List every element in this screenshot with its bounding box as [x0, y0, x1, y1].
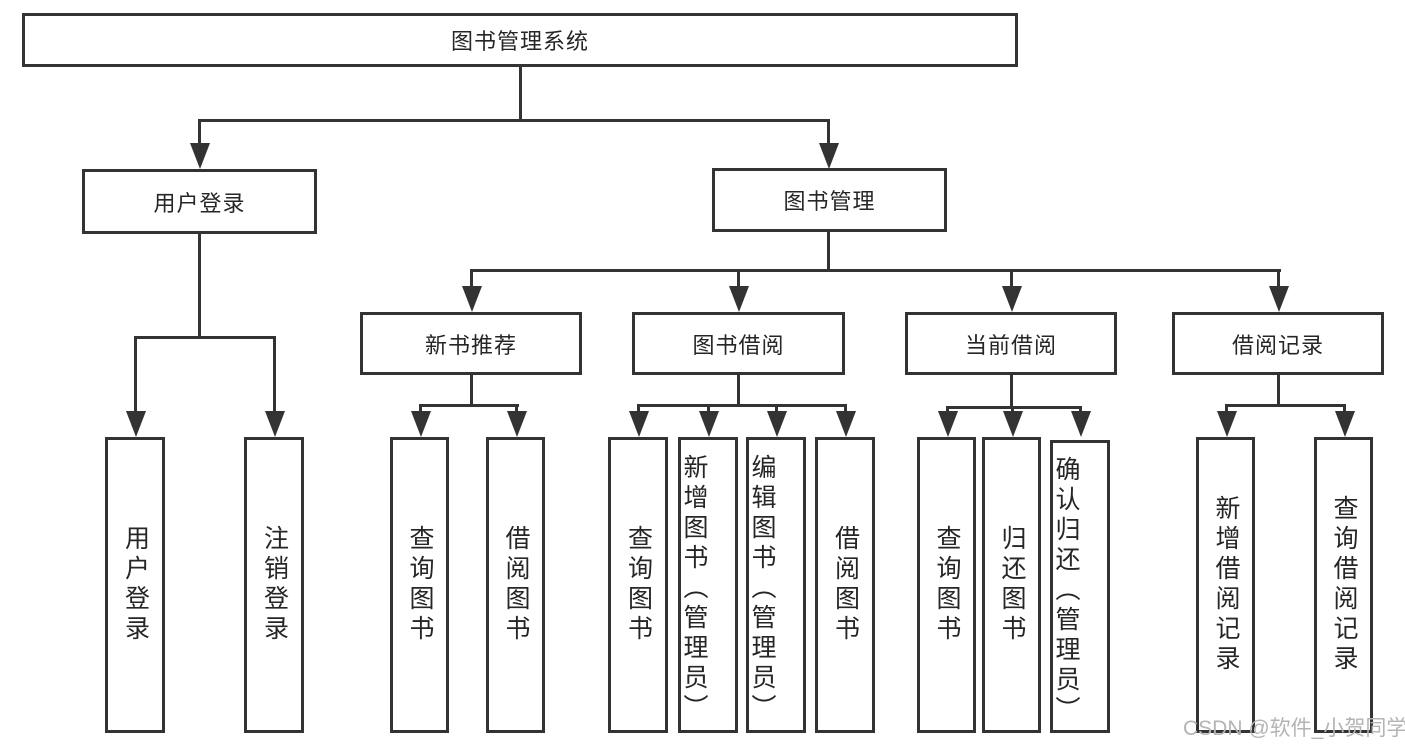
node-book-management-branch: 图书管理	[712, 168, 947, 232]
node-current-borrow: 当前借阅	[905, 312, 1117, 375]
connector-stub-leaf-logout	[273, 336, 276, 414]
leaf-current-return-books-label: 归还图书	[998, 525, 1026, 645]
leaf-borrow-edit-books-admin-label: 编辑图书（管理员）	[748, 454, 776, 724]
arrow-to-br-add-record	[1217, 411, 1237, 437]
arrow-to-bb-edit-books	[767, 411, 787, 437]
node-book-borrow: 图书借阅	[632, 312, 845, 375]
connector-stub-management	[827, 119, 830, 149]
leaf-logout: 注销登录	[244, 437, 304, 733]
arrow-to-leaf-logout	[265, 411, 285, 437]
arrow-to-new-book-recommend	[462, 286, 482, 312]
node-root-label: 图书管理系统	[450, 29, 589, 54]
connector-records-rail	[1225, 404, 1346, 407]
arrow-to-rec-query-books	[411, 411, 431, 437]
leaf-user-login: 用户登录	[105, 437, 165, 733]
leaf-recommend-borrow-books-label: 借阅图书	[502, 525, 530, 645]
connector-stub-rec-borrow	[515, 404, 518, 416]
arrow-to-cb-return-books	[1003, 411, 1023, 437]
leaf-borrow-edit-books-admin: 编辑图书（管理员）	[746, 437, 806, 733]
connector-stub-bb-borrow	[844, 404, 847, 416]
arrow-to-current-borrow	[1002, 286, 1022, 312]
connector-recommend-rail	[419, 404, 519, 407]
node-book-management-label: 图书管理	[783, 189, 876, 214]
connector-records-drop	[1277, 375, 1280, 407]
connector-stub-rec-query	[419, 404, 422, 416]
connector-login-rail	[134, 336, 276, 339]
node-new-book-recommend: 新书推荐	[360, 312, 582, 375]
connector-stub-br-query	[1343, 404, 1346, 416]
arrow-to-book-borrow	[729, 286, 749, 312]
node-book-borrow-label: 图书借阅	[692, 332, 785, 358]
node-new-book-recommend-label: 新书推荐	[424, 332, 517, 358]
node-borrow-records: 借阅记录	[1172, 312, 1384, 375]
connector-stub-borrow-records	[1277, 269, 1280, 289]
arrow-to-leaf-user-login	[126, 411, 146, 437]
leaf-borrow-add-books-admin-label: 新增图书（管理员）	[680, 454, 708, 724]
connector-stub-br-add	[1225, 404, 1228, 416]
leaf-current-return-books: 归还图书	[982, 437, 1041, 733]
leaf-borrow-borrow-books-label: 借阅图书	[831, 525, 860, 645]
node-current-borrow-label: 当前借阅	[964, 332, 1057, 358]
arrow-to-br-query-record	[1335, 411, 1355, 437]
leaf-recommend-query-books: 查询图书	[390, 437, 449, 733]
connector-current-drop	[1010, 375, 1013, 409]
connector-management-drop	[827, 232, 830, 272]
node-root-library-system: 图书管理系统	[22, 13, 1018, 67]
leaf-records-query-record-label: 查询借阅记录	[1330, 495, 1358, 675]
arrow-to-bb-add-books	[699, 411, 719, 437]
leaf-current-query-books: 查询图书	[917, 437, 976, 733]
connector-stub-login	[198, 119, 201, 149]
leaf-current-query-books-label: 查询图书	[933, 525, 961, 645]
connector-borrow-rail	[637, 404, 847, 407]
connector-management-rail	[470, 269, 1281, 272]
connector-stub-recommend	[470, 269, 473, 289]
leaf-borrow-query-books: 查询图书	[608, 437, 668, 733]
arrow-to-borrow-records	[1269, 286, 1289, 312]
leaf-records-add-record: 新增借阅记录	[1196, 437, 1255, 733]
arrow-to-rec-borrow-books	[507, 411, 527, 437]
leaf-current-confirm-return-admin: 确认归还（管理员）	[1050, 440, 1110, 733]
connector-stub-book-borrow	[737, 269, 740, 289]
connector-current-rail	[946, 406, 1082, 409]
connector-stub-leaf-user-login	[134, 336, 137, 414]
node-borrow-records-label: 借阅记录	[1231, 332, 1324, 358]
arrow-to-cb-confirm-return	[1071, 411, 1091, 437]
arrow-to-cb-query-books	[938, 411, 958, 437]
connector-root-drop	[519, 67, 522, 121]
connector-recommend-drop	[470, 375, 473, 407]
connector-login-drop	[198, 234, 201, 339]
connector-stub-bb-edit	[775, 404, 778, 416]
leaf-borrow-borrow-books: 借阅图书	[815, 437, 875, 733]
node-user-login-label: 用户登录	[153, 190, 246, 216]
leaf-borrow-add-books-admin: 新增图书（管理员）	[678, 437, 738, 733]
node-user-login-branch: 用户登录	[82, 169, 317, 234]
leaf-recommend-query-books-label: 查询图书	[406, 525, 434, 645]
arrow-to-bb-borrow-books	[836, 411, 856, 437]
arrow-to-book-management	[819, 143, 839, 169]
leaf-logout-label: 注销登录	[260, 525, 289, 645]
connector-borrow-drop	[737, 375, 740, 407]
leaf-records-query-record: 查询借阅记录	[1314, 437, 1373, 733]
leaf-borrow-query-books-label: 查询图书	[624, 525, 653, 645]
leaf-user-login-label: 用户登录	[121, 525, 150, 645]
csdn-watermark: CSDN @软件_小贺同学	[1183, 717, 1405, 740]
leaf-current-confirm-return-admin-label: 确认归还（管理员）	[1052, 455, 1080, 726]
arrow-to-bb-query-books	[629, 411, 649, 437]
connector-root-rail	[198, 119, 830, 122]
connector-stub-current-borrow	[1010, 269, 1013, 289]
connector-stub-bb-query	[637, 404, 640, 416]
leaf-records-add-record-label: 新增借阅记录	[1212, 495, 1240, 675]
arrow-to-user-login	[190, 143, 210, 169]
leaf-recommend-borrow-books: 借阅图书	[486, 437, 545, 733]
connector-stub-bb-add	[707, 404, 710, 416]
